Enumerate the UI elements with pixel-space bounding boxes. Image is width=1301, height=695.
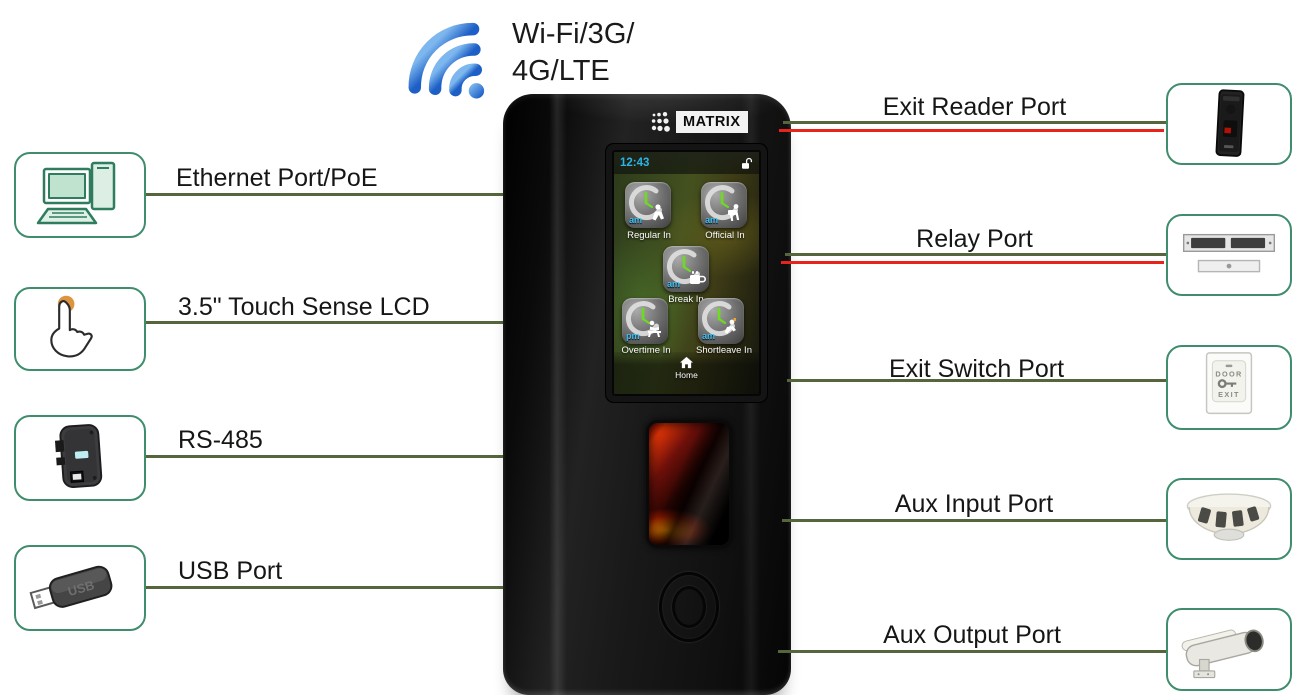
aux-output-port-label: Aux Output Port (883, 621, 1061, 649)
ring-emboss (659, 572, 719, 642)
meridiem-badge: am (667, 279, 681, 289)
usb-connector-line (146, 586, 506, 589)
wifi-signal-icon (402, 2, 517, 117)
ethernet-device-box (14, 152, 146, 238)
relay-line-red (781, 261, 1164, 264)
relay-box (1166, 214, 1292, 296)
unlock-icon (742, 157, 753, 169)
home-label: Home (675, 370, 698, 380)
screen-home-bar: Home (614, 352, 759, 394)
app-tile-shortleave-in: am (698, 298, 744, 344)
aux-output-box (1166, 608, 1292, 691)
magnetic-lock-icon (1182, 233, 1276, 273)
meridiem-badge: pm (626, 331, 640, 341)
brand-logo: MATRIX (650, 111, 748, 133)
exit-switch-door-text: DOOR (1215, 369, 1242, 378)
home-icon (680, 356, 693, 369)
usb-port-label: USB Port (178, 557, 283, 585)
touch-lcd-box (14, 287, 146, 371)
app-tile-official-in: am (701, 182, 747, 228)
app-tile-regular-in: am (625, 182, 671, 228)
running-person-icon (724, 318, 736, 334)
exit-switch-port-label: Exit Switch Port (888, 355, 1065, 383)
ring-emboss-inner (672, 586, 706, 628)
exit-switch-line-green (787, 379, 1166, 382)
meridiem-badge: am (629, 215, 643, 225)
matrix-dots-logo-icon (651, 112, 670, 132)
wifi-label-line2: 4G/LTE (512, 55, 610, 87)
aux-input-port-label: Aux Input Port (894, 490, 1054, 518)
device-touchscreen: 12:43 am Regular I (612, 150, 761, 396)
person-at-podium-icon (728, 204, 740, 221)
ethernet-port-label: Ethernet Port/PoE (176, 164, 378, 192)
aux-input-box (1166, 478, 1292, 560)
app-label-break-in: Break In (668, 294, 704, 305)
touch-lcd-connector-line (146, 321, 510, 324)
exit-reader-icon (1215, 89, 1245, 157)
meridiem-badge: am (705, 215, 719, 225)
app-label-overtime-in: Overtime In (621, 345, 671, 356)
aux-output-line-green (778, 650, 1166, 653)
brand-name: MATRIX (676, 111, 748, 133)
aux-input-line-green (782, 519, 1166, 522)
door-exit-switch-icon: DOOR EXIT (1205, 351, 1253, 414)
app-label-official-in: Official In (705, 230, 745, 241)
access-control-terminal: MATRIX 12:43 (503, 94, 791, 695)
rs485-converter-icon (54, 424, 103, 489)
clock-time: 12:43 (620, 157, 650, 169)
exit-reader-line-red (779, 129, 1164, 132)
touch-lcd-label: 3.5" Touch Sense LCD (178, 293, 430, 321)
wifi-label: Wi-Fi/3G/ 4G/LTE (512, 16, 634, 90)
fingerprint-sensor (646, 420, 732, 548)
exit-switch-exit-text: EXIT (1218, 390, 1240, 399)
rs485-label: RS-485 (178, 426, 263, 454)
desktop-computer-icon (36, 161, 116, 225)
usb-box: USB (14, 545, 146, 631)
exit-reader-line-green (783, 121, 1166, 124)
screen-status-bar: 12:43 (614, 152, 759, 174)
rs485-box (14, 415, 146, 501)
wifi-label-line1: Wi-Fi/3G/ (512, 18, 635, 50)
smoke-detector-icon (1186, 493, 1272, 541)
exit-switch-box: DOOR EXIT (1166, 345, 1292, 430)
rs485-connector-line (146, 455, 508, 458)
app-tile-break-in: am (663, 246, 709, 292)
app-label-shortleave-in: Shortleave In (696, 345, 752, 356)
meridiem-badge: am (702, 331, 716, 341)
cctv-camera-icon (1181, 629, 1264, 678)
relay-line-green (785, 253, 1166, 256)
touch-gesture-icon (50, 295, 93, 358)
walking-person-icon (652, 204, 664, 221)
usb-flash-drive-icon: USB (29, 565, 113, 610)
relay-port-label: Relay Port (916, 225, 1033, 253)
ethernet-connector-line (146, 193, 510, 196)
app-label-regular-in: Regular In (627, 230, 671, 241)
exit-reader-box (1166, 83, 1292, 165)
app-tile-overtime-in: pm (622, 298, 668, 344)
exit-reader-port-label: Exit Reader Port (882, 93, 1067, 121)
coffee-cup-icon (690, 271, 706, 284)
person-at-desk-icon (648, 320, 661, 337)
